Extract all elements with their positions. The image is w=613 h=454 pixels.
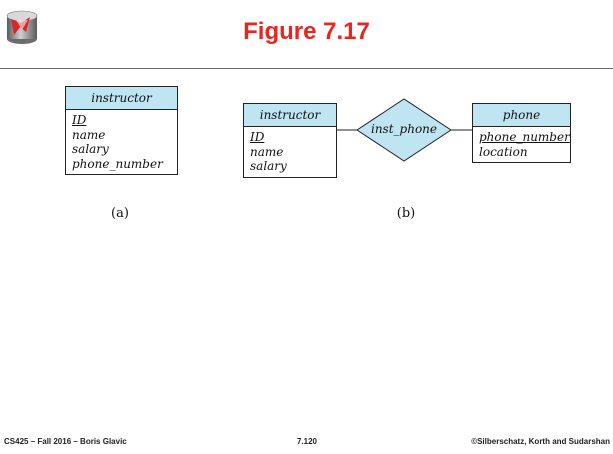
attribute: salary bbox=[72, 142, 109, 156]
entity-header: phone bbox=[473, 104, 570, 127]
caption-a: (a) bbox=[111, 206, 129, 221]
attribute-primary-key: ID bbox=[250, 130, 265, 144]
relationship-diamond bbox=[356, 98, 452, 162]
entity-header: instructor bbox=[66, 87, 177, 110]
database-logo-icon bbox=[6, 10, 38, 44]
relationship-label: inst_phone bbox=[370, 122, 437, 136]
entity-instructor-a: instructor ID name salary phone_number bbox=[65, 86, 178, 175]
attribute-primary-key: phone_number bbox=[479, 130, 570, 144]
attribute: phone_number bbox=[72, 156, 163, 171]
footer-copyright: ©Silberschatz, Korth and Sudarshan bbox=[471, 437, 610, 446]
entity-attributes: phone_number location bbox=[473, 127, 570, 162]
footer-slide-number: 7.120 bbox=[296, 437, 318, 446]
entity-attributes: ID name salary phone_number bbox=[66, 110, 177, 174]
attribute-primary-key: ID bbox=[72, 113, 87, 127]
entity-phone: phone phone_number location bbox=[472, 103, 571, 163]
attribute: name bbox=[250, 144, 284, 159]
title-divider bbox=[0, 68, 613, 69]
entity-attributes: ID name salary bbox=[244, 127, 336, 177]
attribute: salary bbox=[250, 159, 287, 173]
attribute: location bbox=[479, 144, 528, 159]
caption-b: (b) bbox=[396, 206, 416, 221]
footer-course: CS425 – Fall 2016 – Boris Glavic bbox=[4, 437, 127, 446]
entity-header: instructor bbox=[244, 104, 336, 127]
attribute: name bbox=[72, 127, 106, 142]
entity-instructor-b: instructor ID name salary bbox=[243, 103, 337, 178]
slide-title: Figure 7.17 bbox=[243, 18, 370, 45]
